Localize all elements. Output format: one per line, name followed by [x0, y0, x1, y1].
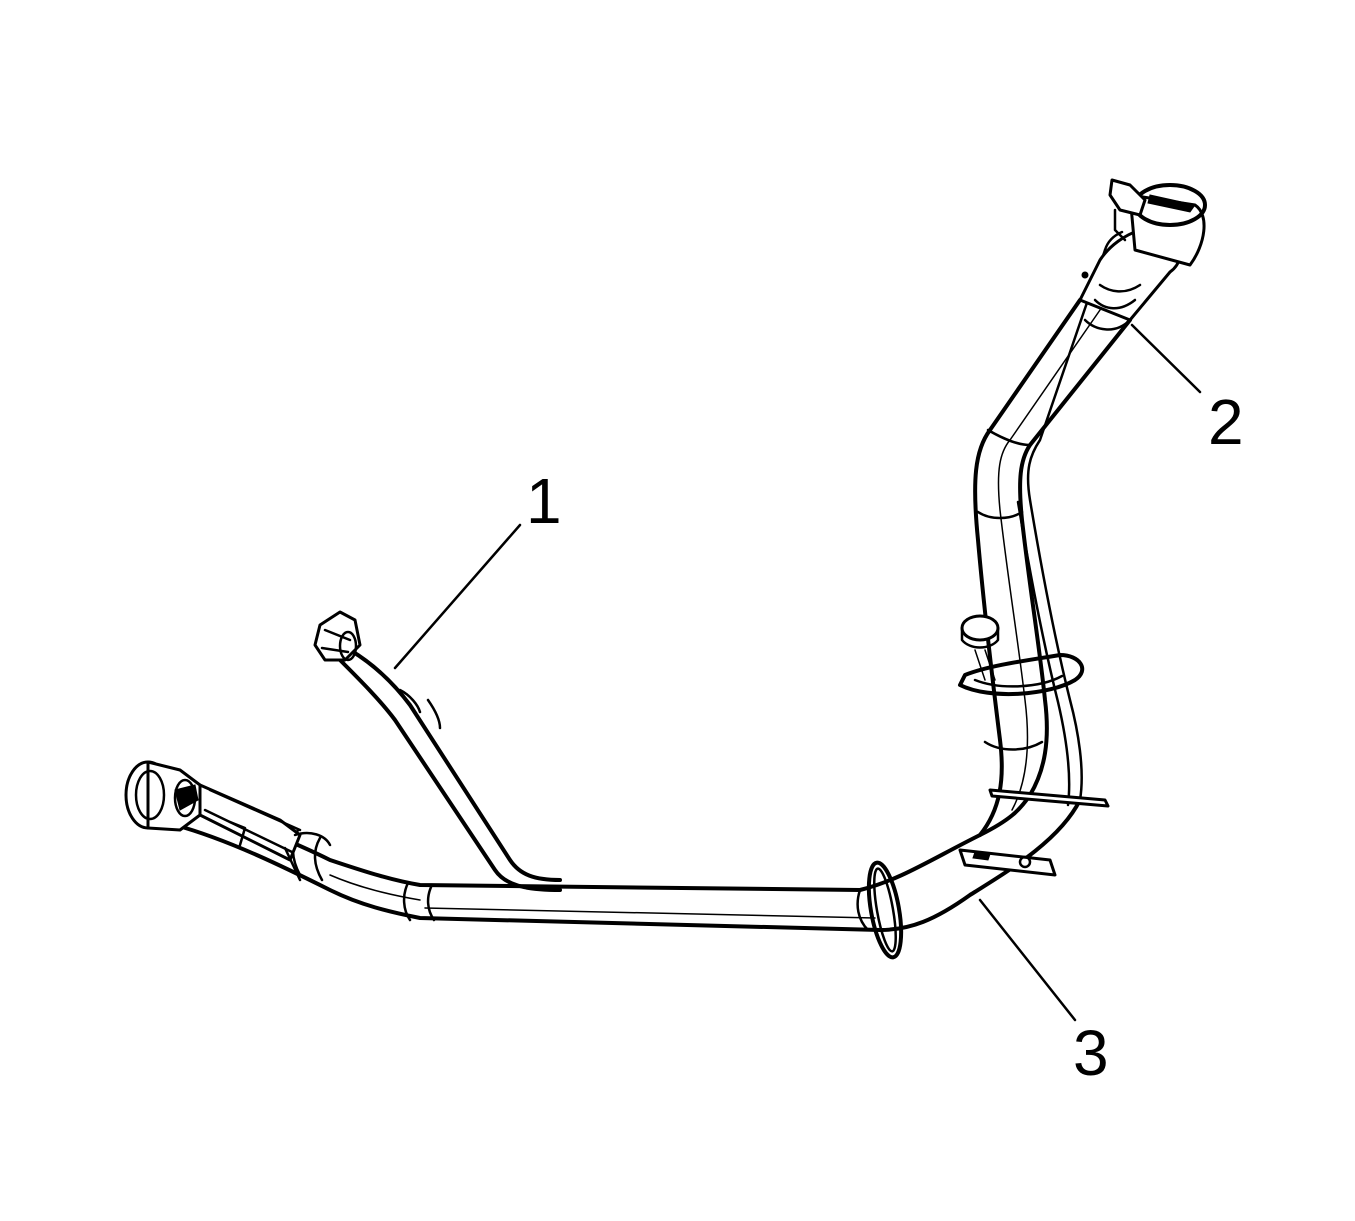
filler-tube-upper	[973, 298, 1132, 837]
grommet-ring	[866, 860, 904, 960]
leader-lines	[393, 323, 1202, 1022]
leader-line-1	[393, 523, 522, 670]
vapor-line	[313, 610, 562, 892]
callout-2: 2	[1208, 386, 1244, 458]
mounting-bracket	[958, 788, 1110, 877]
leader-line-3	[978, 898, 1077, 1022]
filler-neck	[1078, 178, 1207, 331]
mounting-hoop	[958, 614, 1085, 697]
callout-3: 3	[1073, 1017, 1109, 1089]
leader-line-2	[1130, 323, 1202, 394]
tank-fitting	[124, 760, 332, 882]
filler-tube-main	[173, 793, 1082, 932]
callout-1: 1	[526, 465, 562, 537]
